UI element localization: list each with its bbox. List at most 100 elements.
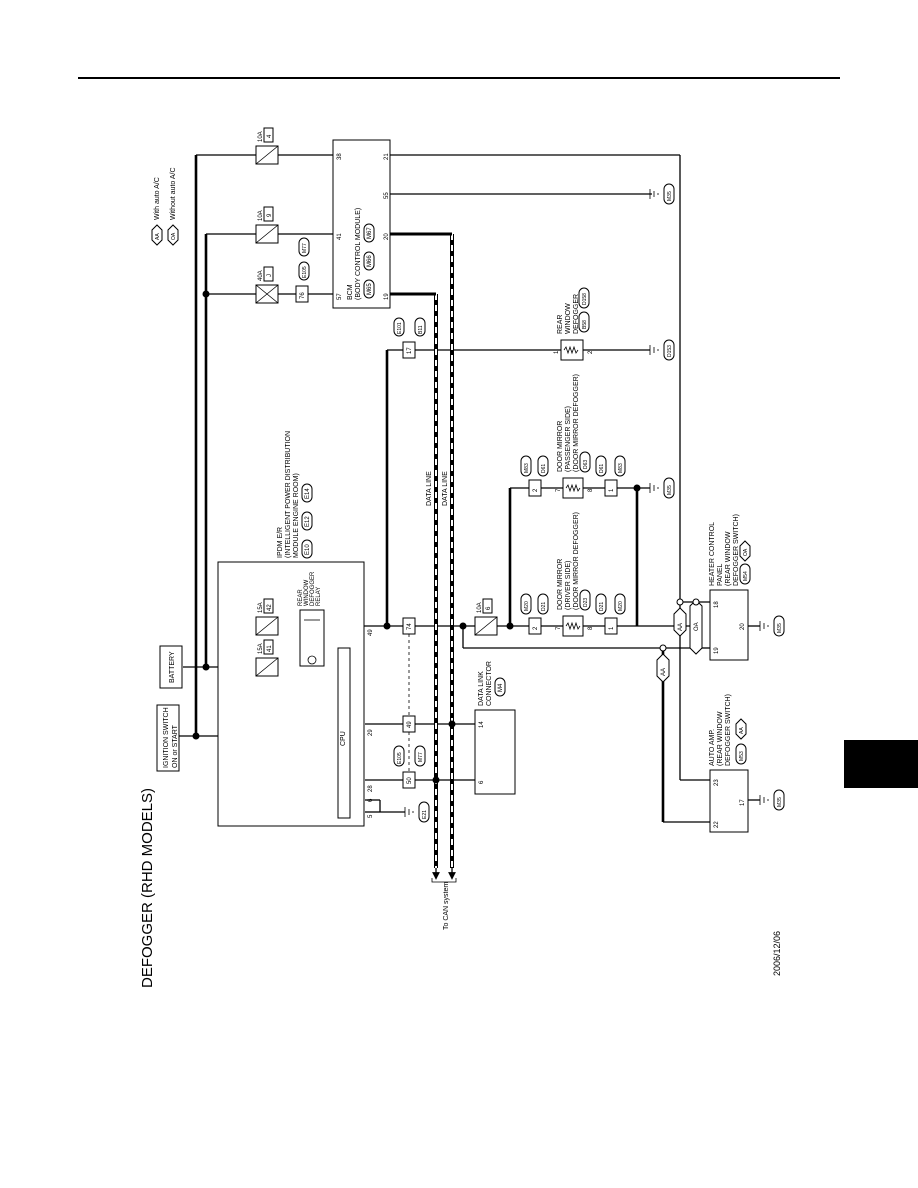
svg-text:1: 1: [554, 350, 560, 354]
svg-text:4: 4: [267, 134, 273, 138]
svg-text:D61: D61: [599, 464, 605, 473]
svg-text:74: 74: [407, 623, 413, 630]
svg-text:M35: M35: [667, 485, 673, 495]
svg-text:E21: E21: [422, 810, 428, 819]
svg-text:M83: M83: [618, 463, 624, 473]
svg-text:E10: E10: [305, 544, 311, 555]
svg-text:1: 1: [609, 488, 615, 492]
svg-text:17: 17: [407, 347, 413, 354]
svg-text:(DRIVER SIDE): (DRIVER SIDE): [565, 561, 572, 610]
ipdm-fuse-42: 15A 42: [255, 598, 279, 636]
svg-text:19: 19: [384, 293, 390, 300]
joint-74: 74: [402, 617, 416, 635]
svg-text:REAR: REAR: [557, 315, 564, 334]
auto-amp: [709, 769, 749, 833]
relay-line4: RELAY: [316, 587, 322, 606]
svg-text:55: 55: [384, 192, 390, 199]
svg-text:15A: 15A: [258, 643, 264, 654]
svg-text:49: 49: [407, 721, 413, 728]
svg-text:M83: M83: [524, 463, 530, 473]
svg-text:WINDOW: WINDOW: [565, 303, 572, 334]
joint-50: 50 E105 M77: [393, 745, 426, 789]
heater-pin-20: 20: [740, 623, 746, 630]
section-tab: [844, 740, 918, 788]
svg-text:AA: AA: [155, 233, 161, 240]
auto-amp-aa-tag: AA: [739, 727, 745, 734]
svg-text:D153: D153: [667, 345, 673, 357]
svg-text:M65: M65: [367, 283, 373, 295]
option-tags: AA OA AA: [656, 598, 703, 683]
relay-line3: DEFOGGER: [310, 571, 316, 606]
svg-text:7: 7: [556, 626, 562, 630]
svg-text:8: 8: [588, 626, 594, 630]
bcm-connectors: M65 M66 M67: [363, 223, 375, 299]
data-lines: [390, 232, 456, 880]
svg-text:D23: D23: [583, 598, 589, 607]
battery-label: BATTERY: [169, 651, 176, 683]
cpu-block: [337, 647, 351, 819]
svg-text:20: 20: [384, 233, 390, 240]
ipdm-title-1: IPDM E/R: [277, 527, 284, 558]
svg-text:M35: M35: [777, 797, 783, 807]
header-rule: [78, 77, 840, 79]
svg-text:9: 9: [267, 213, 273, 217]
fuse-6: 10A 6: [474, 598, 498, 636]
svg-text:41: 41: [267, 645, 273, 652]
svg-text:DOOR MIRROR: DOOR MIRROR: [557, 421, 564, 472]
svg-text:15A: 15A: [258, 602, 264, 613]
svg-text:(PASSENGER SIDE): (PASSENGER SIDE): [565, 406, 572, 472]
svg-text:B11: B11: [418, 325, 424, 334]
svg-text:D158: D158: [582, 293, 588, 305]
page-title: DEFOGGER (RHD MODELS): [139, 788, 156, 988]
svg-text:28: 28: [368, 785, 374, 792]
fuse-4: 10A 4: [255, 127, 279, 165]
auto-amp-pin-22: 22: [714, 821, 720, 828]
ipdm-connectors: E10 E12 E14: [301, 483, 313, 559]
svg-text:OA: OA: [171, 232, 177, 240]
auto-amp-title-1: AUTO AMP.: [709, 729, 716, 766]
svg-text:8: 8: [588, 488, 594, 492]
heater-title-1: HEATER CONTROL: [709, 522, 716, 586]
diagram-date: 2006/12/06: [772, 931, 782, 976]
svg-text:E105: E105: [302, 266, 308, 278]
ignition-label: IGNITION SWITCH: [163, 707, 170, 768]
heater-conn: M54: [743, 571, 749, 581]
relay-line1: REAR: [298, 589, 304, 606]
svg-text:AA: AA: [678, 623, 684, 631]
svg-text:42: 42: [267, 604, 273, 611]
svg-text:2: 2: [588, 350, 594, 354]
ipdm-title-3: MODULE ENGINE ROOM): [293, 473, 300, 558]
dlc-pin-14: 14: [479, 721, 485, 728]
svg-text:2: 2: [533, 626, 539, 630]
svg-text:E105: E105: [397, 752, 403, 764]
svg-text:E12: E12: [305, 516, 311, 527]
svg-text:2: 2: [533, 488, 539, 492]
rear-window-defogger: 1 2 REAR WINDOW DEFOGGER B58 D158: [554, 287, 594, 361]
ipdm-pins: 5 6 28 29 49: [368, 629, 374, 818]
ignition-switch-box: [156, 704, 180, 772]
svg-text:J: J: [267, 274, 273, 277]
door-mirror-passenger: 2 M83 D61 7 8 DOOR MIRROR (PASSENGER SID…: [520, 374, 626, 499]
auto-amp-title-3: DEFOGGER SWITCH): [725, 694, 732, 766]
svg-text:DOOR MIRROR: DOOR MIRROR: [557, 559, 564, 610]
data-line-label-2: DATA LINE: [442, 471, 449, 506]
svg-text:49: 49: [368, 629, 374, 636]
joint-76: 76 E105 M77: [295, 237, 310, 303]
door-mirror-driver: 2 M20 D21 7 8 DOOR MIRROR (DRIVER SIDE) …: [520, 512, 626, 637]
svg-text:7: 7: [556, 488, 562, 492]
heater-title-4: DEFOGGER SWITCH): [733, 514, 740, 586]
ipdm-fuse-41: 15A 41: [255, 639, 279, 677]
svg-text:D21: D21: [541, 602, 547, 611]
fuse-9: 10A 9: [255, 206, 279, 244]
svg-text:M77: M77: [302, 243, 308, 253]
ignition-state: ON or START: [172, 724, 179, 768]
svg-text:50: 50: [407, 777, 413, 784]
auto-amp-title-2: (REAR WINDOW: [717, 711, 724, 766]
auto-amp-conn: M53: [739, 751, 745, 761]
svg-text:AA: AA: [661, 668, 667, 676]
svg-text:5: 5: [368, 814, 374, 818]
svg-text:D63: D63: [583, 460, 589, 469]
cpu-label: CPU: [340, 731, 347, 746]
svg-text:10A: 10A: [258, 131, 264, 142]
heater-pin-18: 18: [714, 601, 720, 608]
